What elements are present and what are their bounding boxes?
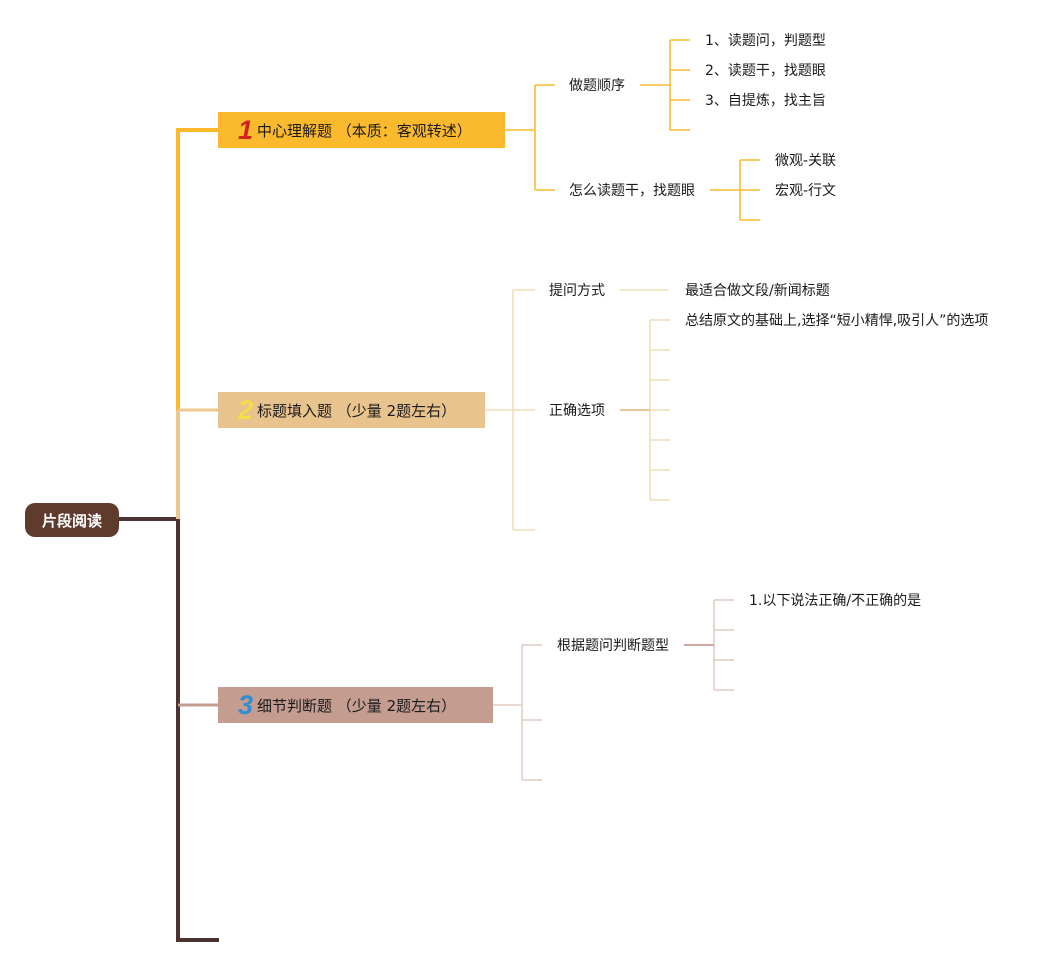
topic-number-1: 1 (238, 114, 254, 145)
topic-number-3: 3 (238, 689, 254, 720)
subtopic-1-2[interactable]: 怎么读题干，找题眼 (569, 183, 695, 199)
trunk-line-topic1 (176, 128, 219, 410)
subtopic-1-1[interactable]: 做题顺序 (569, 78, 625, 94)
subtopic-3-1[interactable]: 根据题问判断题型 (557, 638, 669, 654)
topic-node-2[interactable]: 2 标题填入题 （少量 2题左右） (218, 392, 485, 428)
leaf-1-2-1[interactable]: 微观-关联 (775, 153, 837, 169)
topic-number-2: 2 (238, 394, 254, 425)
topic-label-2: 标题填入题 （少量 2题左右） (257, 401, 457, 420)
leaf-3-1-1[interactable]: 1.以下说法正确/不正确的是 (749, 593, 922, 609)
leaf-1-1-3[interactable]: 3、自提炼，找主旨 (705, 93, 826, 109)
topic-node-3[interactable]: 3 细节判断题 （少量 2题左右） (218, 687, 493, 723)
topic3-connectors (493, 599, 734, 781)
leaf-2-2-1[interactable]: 总结原文的基础上,选择“短小精悍,吸引人”的选项 (685, 313, 989, 329)
root-label: 片段阅读 (41, 511, 102, 530)
subtopic-2-2[interactable]: 正确选项 (549, 403, 605, 419)
root-node[interactable]: 片段阅读 (25, 503, 119, 537)
topic-label-3: 细节判断题 （少量 2题左右） (257, 696, 457, 715)
leaf-1-1-1[interactable]: 1、读题问，判题型 (705, 33, 826, 49)
main-trunk-line (119, 517, 219, 942)
leaf-2-1-1[interactable]: 最适合做文段/新闻标题 (685, 283, 830, 299)
topic-node-1[interactable]: 1 中心理解题 （本质：客观转述） (218, 112, 505, 148)
subtopic-2-1[interactable]: 提问方式 (549, 283, 605, 299)
leaf-1-1-2[interactable]: 2、读题干，找题眼 (705, 63, 826, 79)
topic1-connectors (505, 39, 760, 221)
topic-label-1: 中心理解题 （本质：客观转述） (257, 121, 472, 140)
leaf-1-2-2[interactable]: 宏观-行文 (775, 183, 837, 199)
